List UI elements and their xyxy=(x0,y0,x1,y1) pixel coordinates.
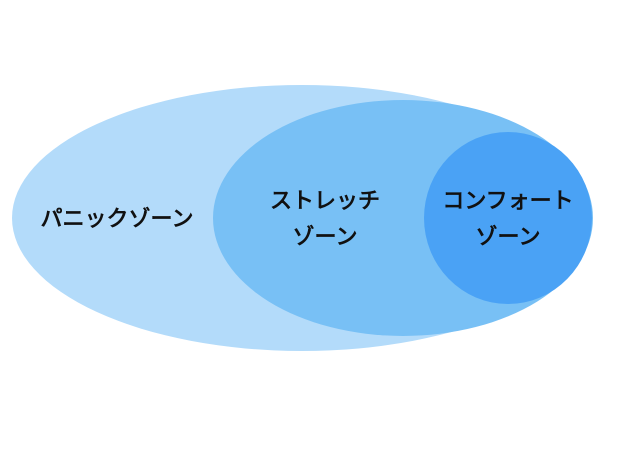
panic-zone-label: パニックゾーン xyxy=(41,206,194,232)
stretch-zone-label-line2: ゾーン xyxy=(293,224,358,250)
comfort-zone-label-line1: コンフォート xyxy=(442,189,573,214)
stretch-zone-label-line1: ストレッチ xyxy=(270,189,380,214)
comfort-zone-label-line2: ゾーン xyxy=(476,224,541,250)
comfort-zone-ellipse xyxy=(424,132,592,304)
